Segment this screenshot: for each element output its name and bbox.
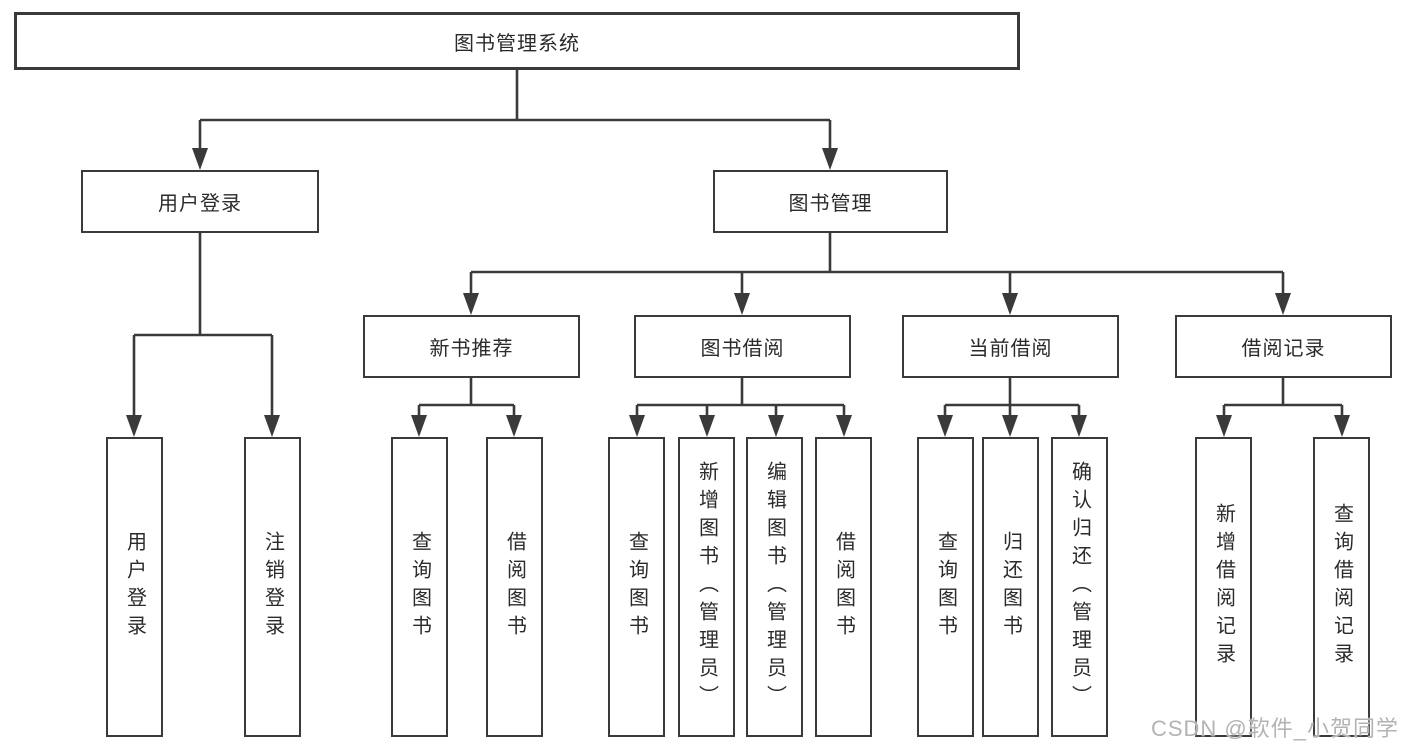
branch-user-login: 用户登录 (81, 170, 319, 233)
branch-current-borrowing: 当前借阅 (902, 315, 1119, 378)
leaf-edit-book-admin: 编辑图书（管理员） (746, 437, 803, 737)
leaf-add-book-admin: 新增图书（管理员） (678, 437, 735, 737)
leaf-borrow-books: 借阅图书 (815, 437, 872, 737)
leaf-query-borrow-record: 查询借阅记录 (1313, 437, 1370, 737)
leaf-user-login: 用户登录 (106, 437, 163, 737)
branch-book-management: 图书管理 (713, 170, 948, 233)
leaf-query-books-recommend: 查询图书 (391, 437, 448, 737)
branch-new-book-recommendation: 新书推荐 (363, 315, 580, 378)
leaf-confirm-return-admin: 确认归还（管理员） (1051, 437, 1108, 737)
leaf-query-books-borrow: 查询图书 (608, 437, 665, 737)
leaf-logout: 注销登录 (244, 437, 301, 737)
leaf-borrow-books-recommend: 借阅图书 (486, 437, 543, 737)
branch-book-borrowing: 图书借阅 (634, 315, 851, 378)
watermark: CSDN @软件_小贺同学 (1150, 716, 1399, 741)
leaf-return-books: 归还图书 (982, 437, 1039, 737)
leaf-add-borrow-record: 新增借阅记录 (1195, 437, 1252, 737)
node-library-management-system: 图书管理系统 (14, 12, 1020, 70)
branch-borrowing-records: 借阅记录 (1175, 315, 1392, 378)
leaf-query-books-current: 查询图书 (917, 437, 974, 737)
